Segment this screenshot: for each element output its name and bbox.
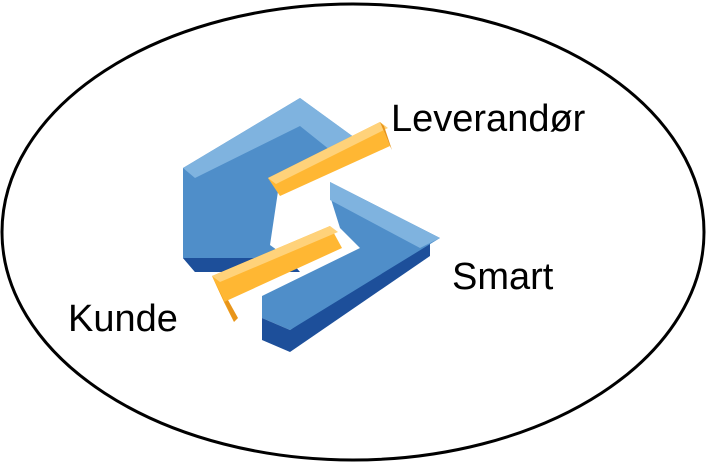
s-connector-logo-icon bbox=[183, 98, 440, 352]
label-smart: Smart bbox=[452, 256, 554, 298]
logo-top-block-highlight bbox=[183, 98, 355, 178]
logo-top-orange-bar-end bbox=[380, 122, 392, 150]
logo-top-orange-bar-top bbox=[268, 122, 388, 184]
logo-bottom-orange-bar-lower bbox=[212, 276, 234, 322]
logo-bottom-orange-bar-top bbox=[212, 226, 338, 282]
logo-bottom-orange-bar-front bbox=[212, 226, 342, 302]
logo-bottom-block-highlight bbox=[330, 182, 440, 248]
label-leverandor: Leverandør bbox=[391, 98, 586, 140]
logo-bottom-block-lower bbox=[262, 318, 290, 352]
label-kunde: Kunde bbox=[68, 298, 178, 340]
logo-bottom-orange-bar-end bbox=[224, 300, 238, 322]
